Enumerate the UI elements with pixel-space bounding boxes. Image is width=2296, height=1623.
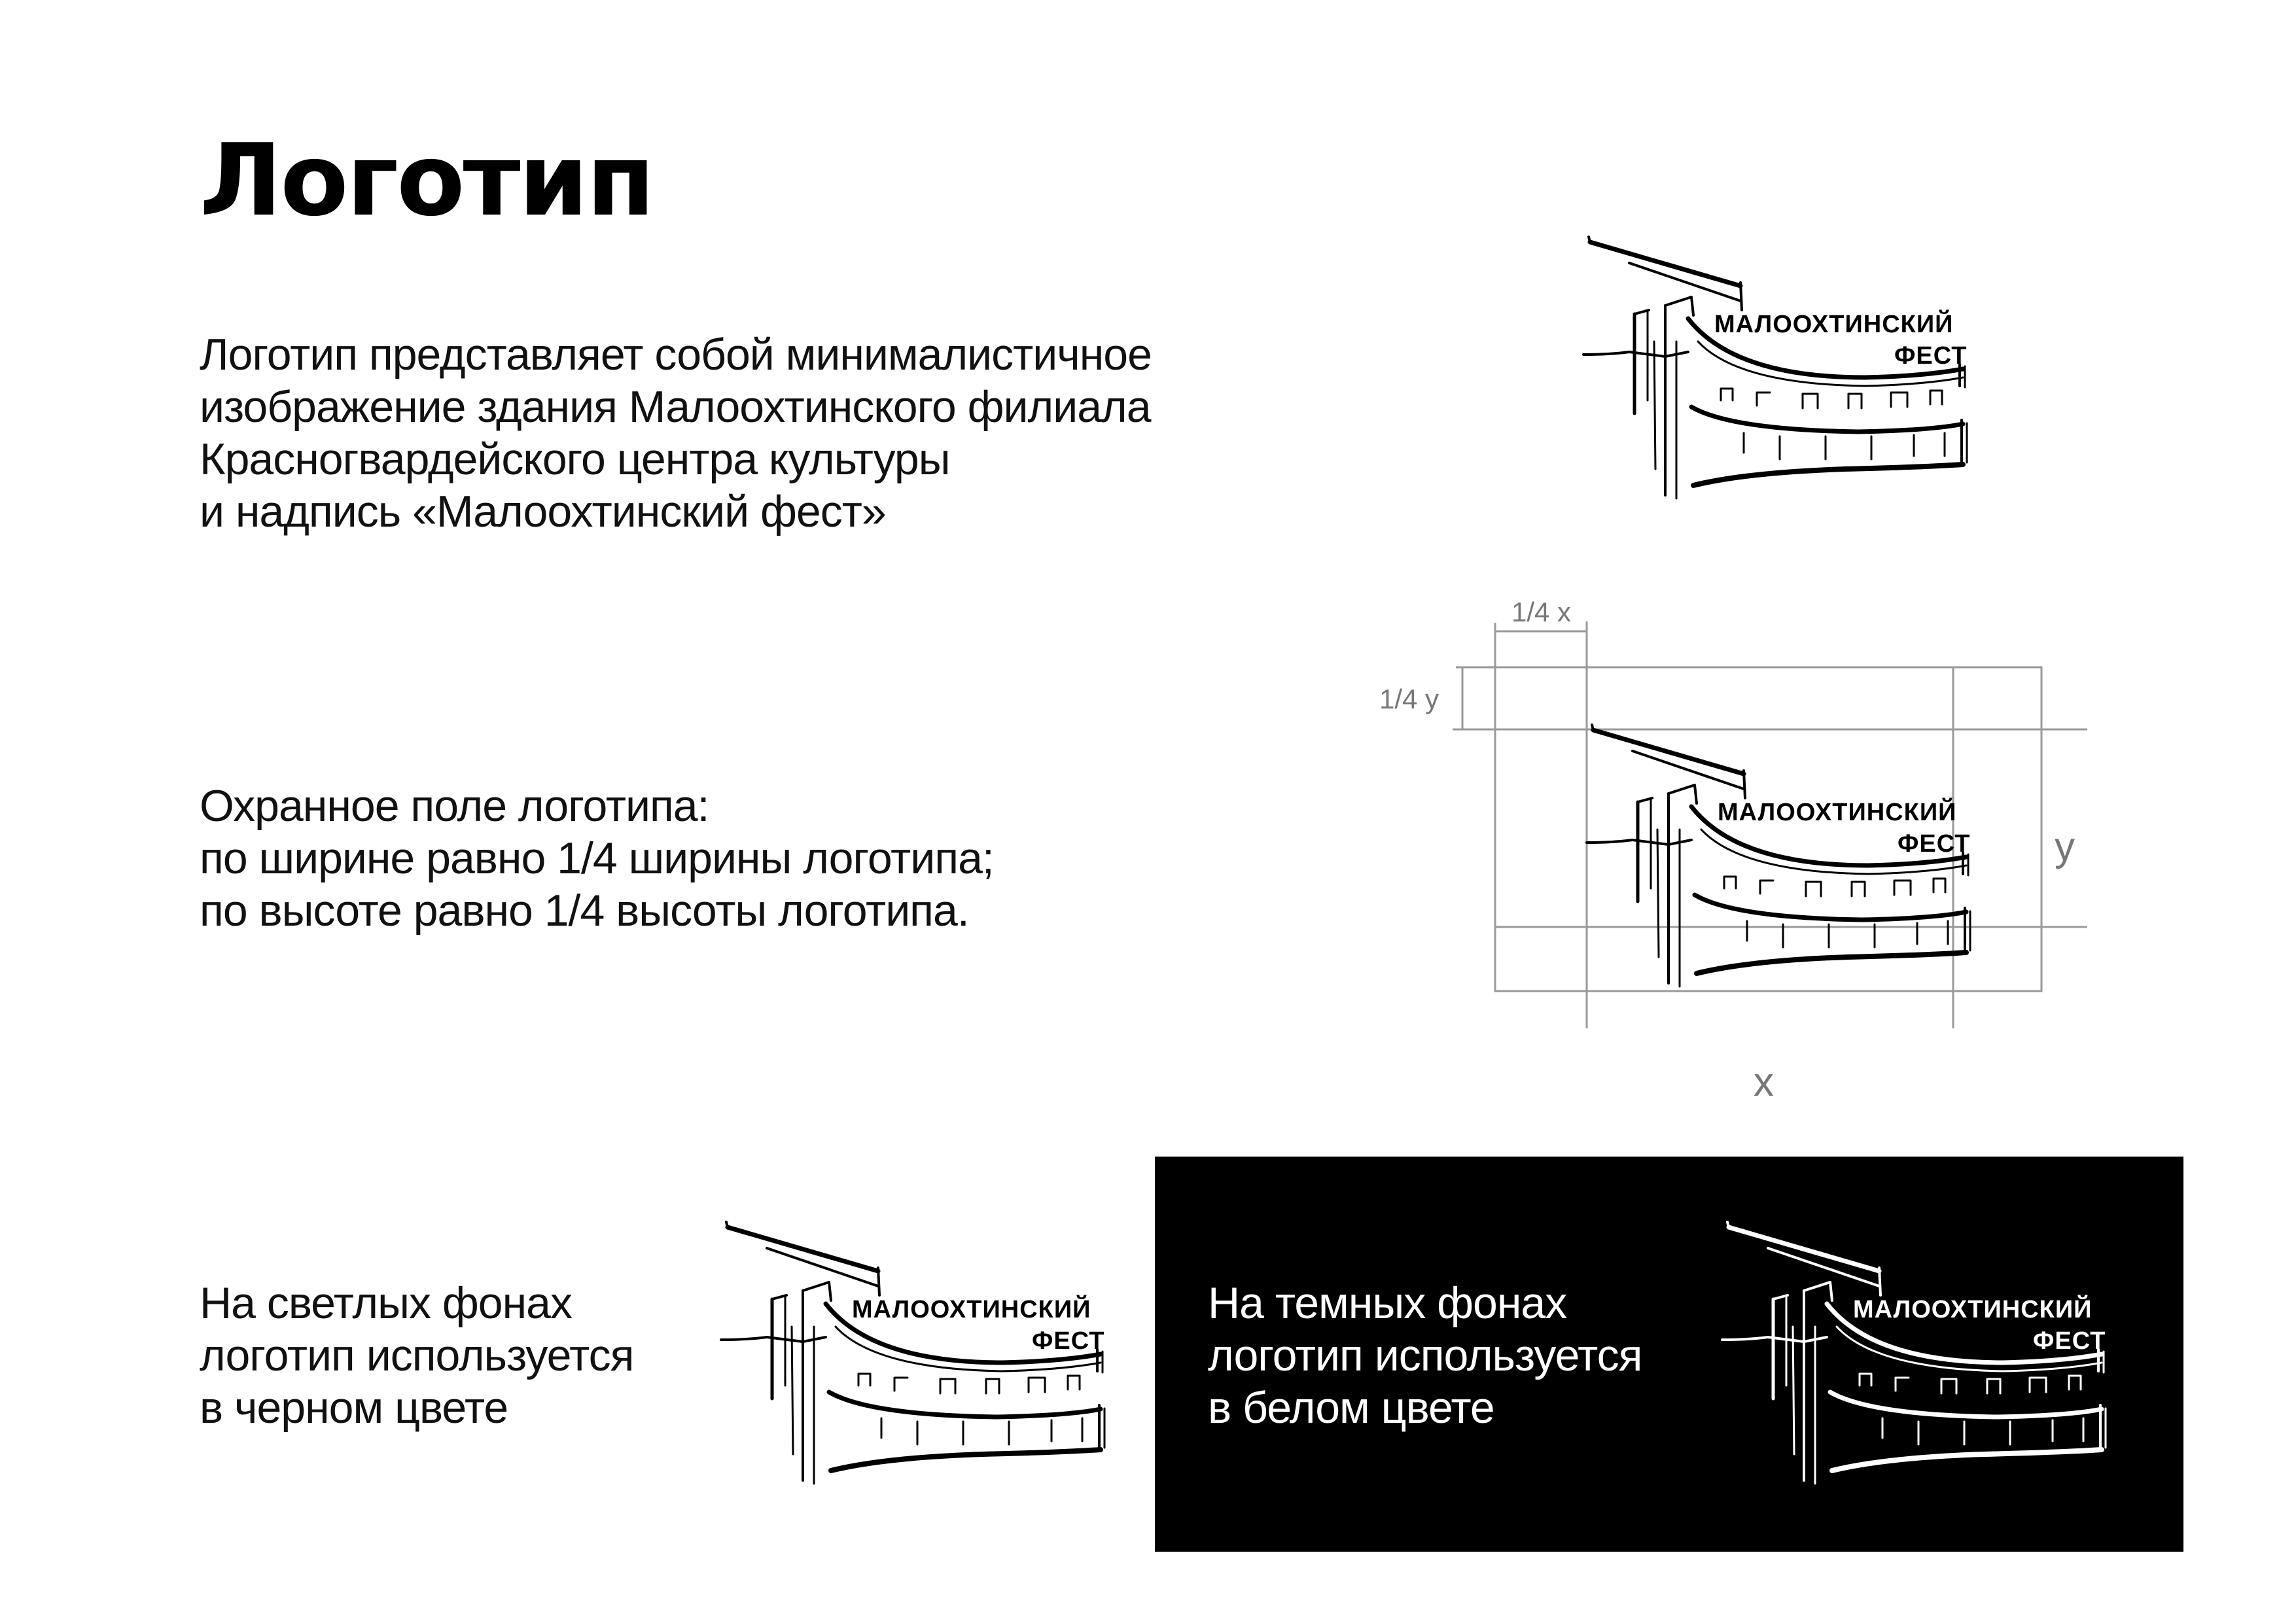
clear-space-line: Охранное поле логотипа: [200, 781, 709, 831]
logo-text-line1: МАЛООХТИНСКИЙ [1718, 799, 1957, 826]
page-title: Логотип [200, 122, 655, 238]
logo-white: МАЛООХТИНСКИЙ ФЕСТ [1722, 1222, 2115, 1497]
clear-space-line: по ширине равно 1/4 ширины логотипа; [200, 833, 995, 883]
logo-black: МАЛООХТИНСКИЙ ФЕСТ [721, 1222, 1114, 1497]
light-background-description: На светлых фонах логотип используется в … [200, 1277, 634, 1434]
description-line: изображение здания Малоохтинского филиал… [200, 382, 1152, 432]
description-line: Красногвардейского центра культуры [200, 434, 951, 484]
logo-text-line2: ФЕСТ [2033, 1327, 2106, 1355]
clear-space-line: по высоте равно 1/4 высоты логотипа. [200, 886, 970, 935]
building-colonnade-icon [1722, 1222, 2115, 1497]
logo-text-line2: ФЕСТ [1894, 342, 1968, 370]
light-bg-line: логотип используется [200, 1331, 634, 1380]
dark-background-panel [1155, 1157, 2183, 1552]
dark-bg-line: На темных фонах [1208, 1278, 1567, 1328]
building-colonnade-icon [1587, 725, 1979, 1000]
building-colonnade-icon [721, 1222, 1114, 1497]
description-line: и надпись «Малоохтинский фест» [200, 487, 887, 536]
logo-text-line1: МАЛООХТИНСКИЙ [852, 1296, 1091, 1323]
description-line: Логотип представляет собой минималистичн… [200, 330, 1152, 379]
logo-text-line1: МАЛООХТИНСКИЙ [1714, 311, 1954, 338]
logo-description: Логотип представляет собой минималистичн… [200, 328, 1152, 538]
clear-space-diagram: 1/4 x 1/4 y y x МАЛООХТИНСКИЙ ФЕСТ [1348, 589, 2133, 1112]
label-x: x [1754, 1060, 1774, 1105]
logo-text-line1: МАЛООХТИНСКИЙ [1853, 1296, 2093, 1323]
building-colonnade-icon [1583, 237, 1976, 512]
clear-space-description: Охранное поле логотипа: по ширине равно … [200, 780, 995, 937]
logo-text-line2: ФЕСТ [1898, 830, 1971, 858]
label-quarter-x: 1/4 x [1511, 597, 1571, 627]
dark-background-description: На темных фонах логотип используется в б… [1208, 1277, 1642, 1434]
label-y: y [2055, 824, 2075, 869]
light-bg-line: в черном цвете [200, 1383, 508, 1433]
logo-in-guide: МАЛООХТИНСКИЙ ФЕСТ [1587, 725, 1979, 1000]
label-quarter-y: 1/4 y [1379, 684, 1439, 714]
logo-main: МАЛООХТИНСКИЙ ФЕСТ [1583, 237, 1976, 512]
clear-space-outer-box [1494, 666, 2043, 992]
dark-bg-line: логотип используется [1208, 1331, 1642, 1380]
light-bg-line: На светлых фонах [200, 1278, 573, 1328]
logo-text-line2: ФЕСТ [1032, 1327, 1105, 1355]
dark-bg-line: в белом цвете [1208, 1383, 1495, 1433]
